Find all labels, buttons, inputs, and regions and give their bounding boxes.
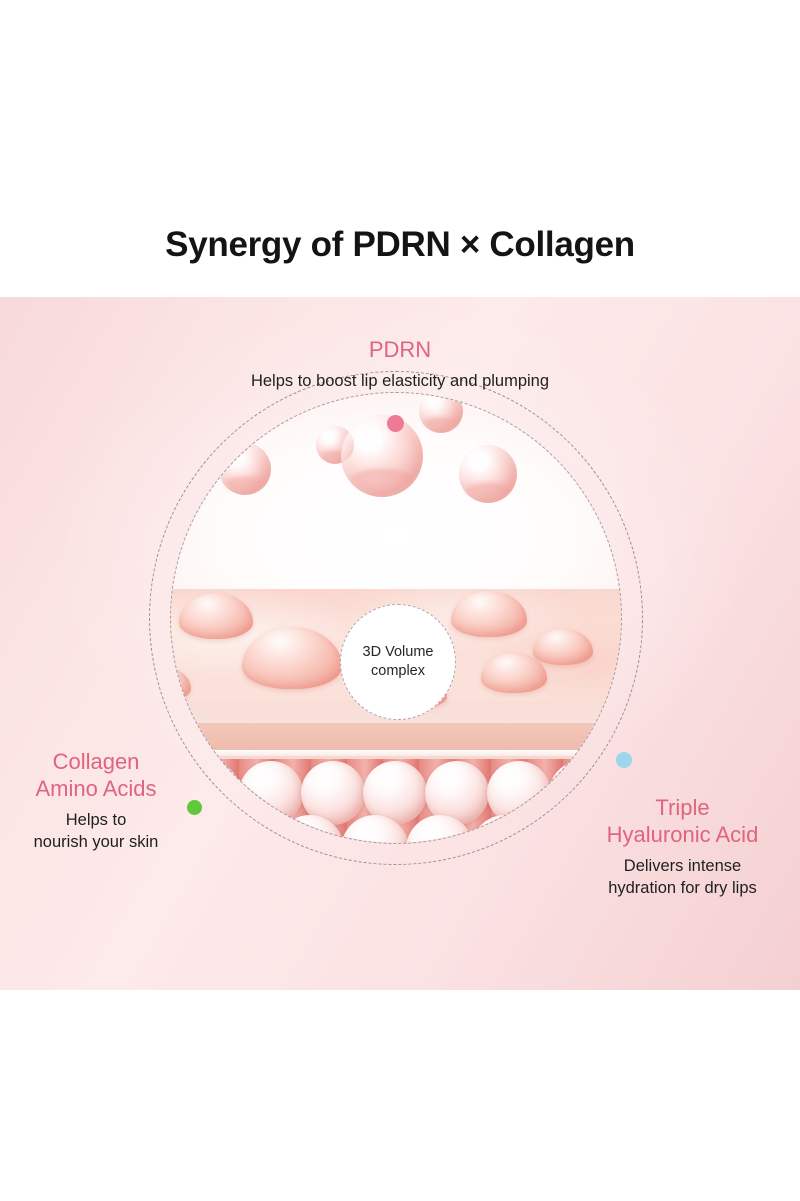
callout-pdrn: PDRN Helps to boost lip elasticity and p… [0,337,800,392]
center-badge-line-2: complex [371,663,425,679]
serum-bubble [341,415,423,497]
collagen-pearl [363,761,427,825]
collagen-marker-dot [187,800,202,815]
collagen-pearl [549,761,613,825]
serum-bubble [419,393,463,433]
collagen-pearl [301,761,365,825]
callout-collagen-description-line-2: nourish your skin [33,833,159,852]
volume-dome [171,667,191,701]
skin-cross-section-illustration [171,393,621,843]
serum-bubble [459,445,517,503]
layer-divider [171,750,621,756]
callout-collagen-heading-line-2: Amino Acids [35,775,157,801]
callout-collagen-amino-acids: Collagen Amino Acids Helps to nourish yo… [0,749,192,854]
callout-collagen-description-line-1: Helps to [65,810,127,829]
center-badge-line-1: 3D Volume [362,643,434,660]
page-title: Synergy of PDRN × Collagen [0,210,800,280]
callout-collagen-heading-line-1: Collagen [52,749,140,774]
collagen-pearl [239,761,303,825]
center-badge: 3D Volume complex [340,604,456,720]
outer-dashed-circle [149,371,643,865]
illustration-panel: 3D Volume complex PDRN Helps to boost li… [0,297,800,990]
page-title-text: Synergy of PDRN × Collagen [165,225,635,264]
pdrn-marker-dot [387,415,404,432]
callout-pdrn-description: Helps to boost lip elasticity and plumpi… [250,371,550,390]
collagen-pearl-layer [171,759,621,843]
collagen-pearl [487,761,551,825]
callout-pdrn-heading: PDRN [368,337,432,362]
collagen-pearl [425,761,489,825]
callout-hyaluronic-heading-line-1: Triple [655,795,710,820]
callout-hyaluronic-heading-line-2: Hyaluronic Acid [606,821,759,847]
serum-bubble [219,443,271,495]
dermis-band [171,723,621,750]
serum-bubble [171,466,205,508]
callout-triple-hyaluronic-acid: Triple Hyaluronic Acid Delivers intense … [565,795,800,900]
callout-hyaluronic-description-line-2: hydration for dry lips [608,879,757,898]
collagen-pearl [171,761,179,825]
volume-dome [533,629,593,665]
hyaluronic-marker-dot [616,752,632,768]
collagen-pearl [611,761,621,825]
collagen-pearl [177,761,241,825]
volume-dome [179,593,253,639]
volume-dome [451,591,527,637]
volume-dome [242,627,342,689]
volume-dome [481,653,547,693]
callout-hyaluronic-description-line-1: Delivers intense [623,856,742,875]
